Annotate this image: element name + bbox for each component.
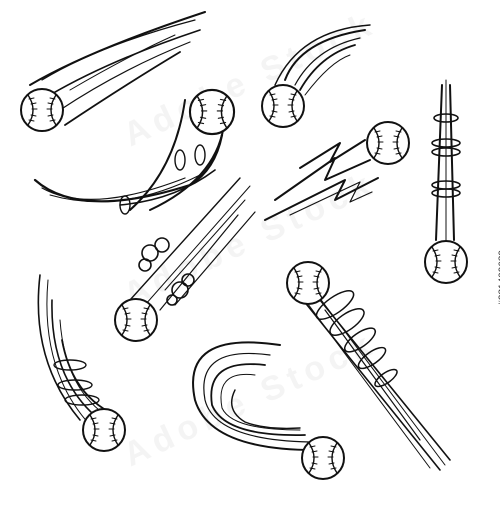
illustration-canvas: Adobe Stock Adobe Stock Adobe Stock [20, 3, 500, 480]
ball-curve-bottom [192, 341, 345, 480]
ball-smoke-puffs [114, 177, 256, 342]
ball-rings-diagonal [286, 261, 451, 471]
baseball-icons [20, 11, 468, 480]
ball-curved-horn [33, 88, 236, 215]
ball-arc-top [261, 24, 371, 128]
ball-comet-top-left [20, 11, 206, 132]
ball-vertical-rings [424, 79, 468, 284]
ball-lightning [264, 121, 410, 221]
ball-falling-left [37, 274, 126, 452]
